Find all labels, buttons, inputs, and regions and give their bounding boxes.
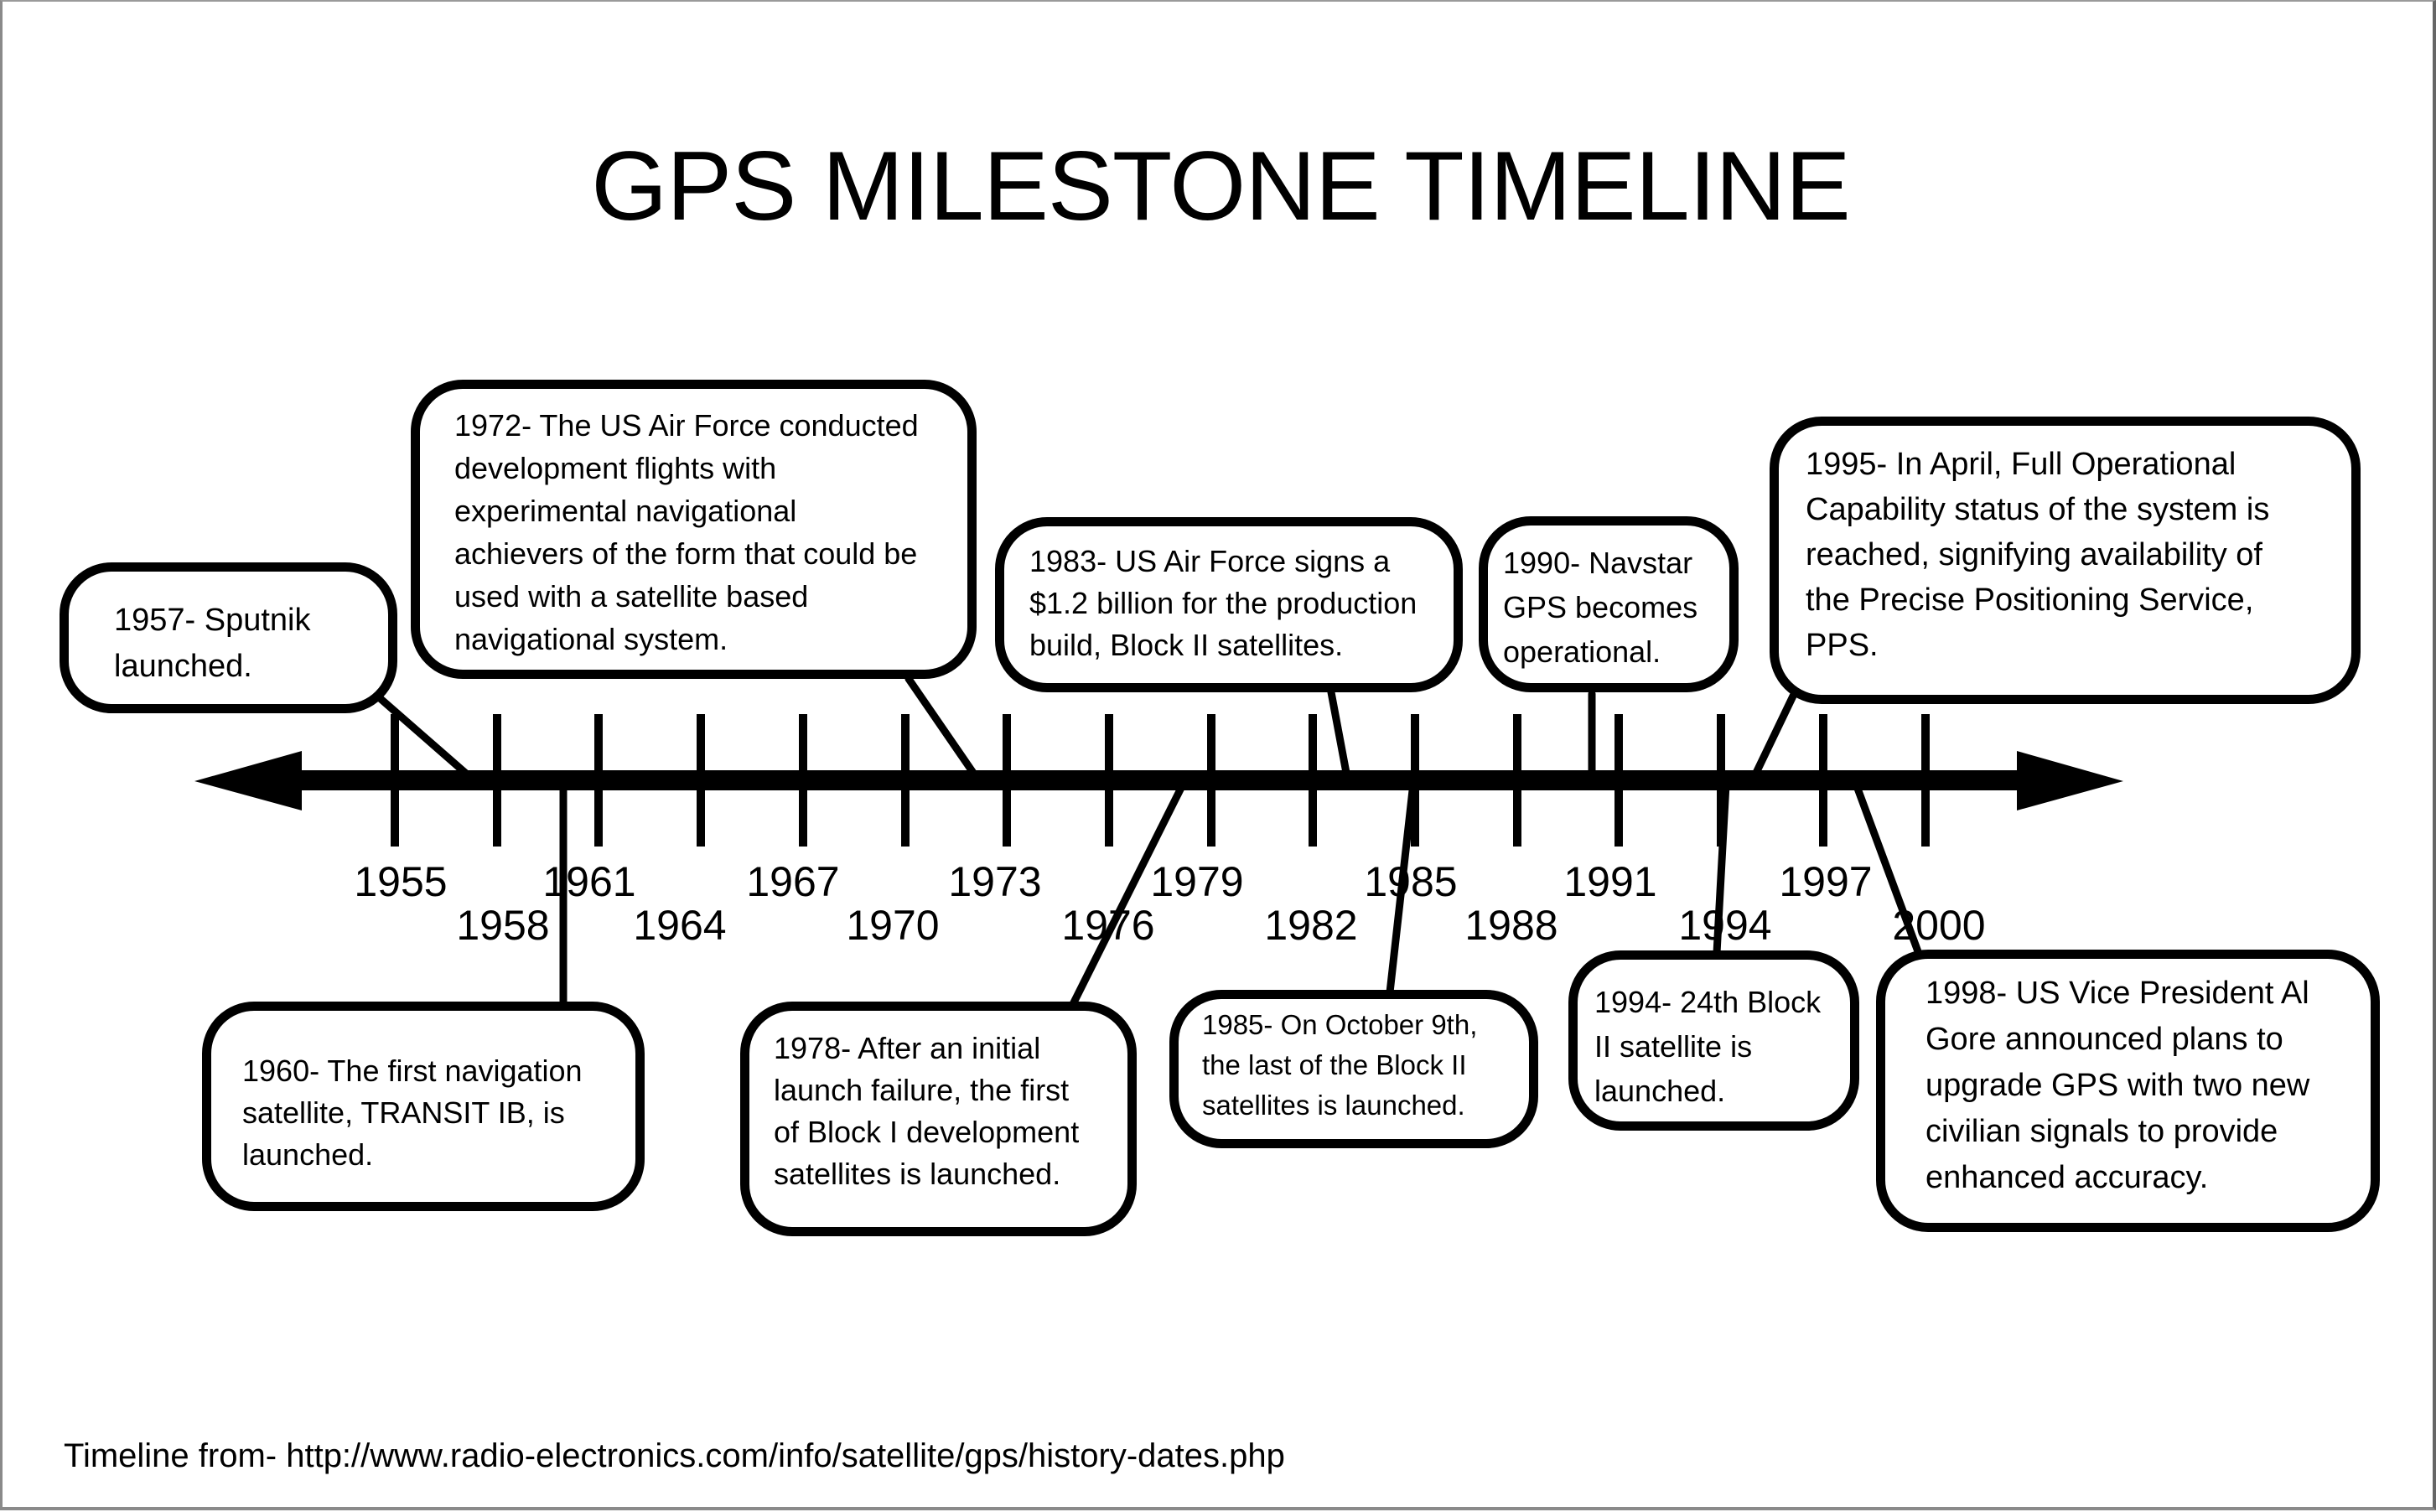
callout-1960-text: 1960- The first navigation satellite, TR… bbox=[242, 1054, 583, 1172]
timeline-axis bbox=[194, 751, 2123, 810]
callout-1994-text: 1994- 24th Block II satellite is launche… bbox=[1594, 985, 1822, 1108]
connector-1972 bbox=[904, 675, 977, 777]
callout-connectors bbox=[375, 675, 1923, 1010]
connector-1978 bbox=[1068, 782, 1186, 1010]
tick-label-1973: 1973 bbox=[948, 858, 1042, 905]
source-footer: Timeline from- http://www.radio-electron… bbox=[64, 1437, 1285, 1474]
callout-1994 bbox=[1568, 950, 1859, 1131]
tick-label-1970: 1970 bbox=[846, 902, 940, 949]
connector-1995 bbox=[1752, 683, 1801, 777]
tick-label-2000: 2000 bbox=[1892, 902, 1986, 949]
tick-label-1964: 1964 bbox=[633, 902, 727, 949]
callout-1995 bbox=[1770, 417, 2361, 704]
connector-1983 bbox=[1327, 688, 1350, 777]
tick-label-1961: 1961 bbox=[542, 858, 636, 905]
callout-1985 bbox=[1169, 990, 1538, 1148]
callout-1957-text: 1957- Sputnik launched. bbox=[114, 603, 311, 684]
callout-1990-text: 1990- Navstar GPS becomes operational. bbox=[1503, 546, 1698, 669]
callout-1957 bbox=[60, 562, 397, 713]
callout-1985-text: 1985- On October 9th, the last of the Bl… bbox=[1202, 1009, 1478, 1121]
callout-1998 bbox=[1876, 950, 2380, 1232]
connector-1957 bbox=[375, 693, 469, 777]
callout-1978-text: 1978- After an initial launch failure, t… bbox=[774, 1031, 1080, 1191]
tick-label-1982: 1982 bbox=[1264, 902, 1358, 949]
tick-label-1994: 1994 bbox=[1678, 902, 1772, 949]
tick-label-1988: 1988 bbox=[1464, 902, 1558, 949]
tick-label-1985: 1985 bbox=[1364, 858, 1458, 905]
tick-label-1967: 1967 bbox=[746, 858, 840, 905]
timeline-graphic bbox=[194, 675, 2123, 1010]
callout-1990 bbox=[1479, 516, 1739, 692]
tick-label-1976: 1976 bbox=[1061, 902, 1155, 949]
callout-1983 bbox=[995, 517, 1463, 692]
tick-label-1955: 1955 bbox=[354, 858, 448, 905]
callout-1960 bbox=[202, 1002, 645, 1211]
tick-label-1979: 1979 bbox=[1150, 858, 1244, 905]
callout-1998-text: 1998- US Vice President Al Gore announce… bbox=[1925, 976, 2310, 1195]
right-arrow-icon bbox=[2017, 751, 2123, 810]
tick-label-1958: 1958 bbox=[456, 902, 550, 949]
connector-1994 bbox=[1713, 780, 1730, 957]
callout-1972 bbox=[411, 380, 977, 679]
connector-1998 bbox=[1853, 782, 1923, 958]
page-title: GPS MILESTONE TIMELINE bbox=[591, 131, 1851, 241]
callout-1983-text: 1983- US Air Force signs a $1.2 billion … bbox=[1029, 544, 1418, 662]
callout-1978 bbox=[740, 1002, 1137, 1236]
left-arrow-icon bbox=[194, 751, 302, 810]
tick-label-1991: 1991 bbox=[1563, 858, 1657, 905]
tick-label-1997: 1997 bbox=[1779, 858, 1873, 905]
callout-1995-text: 1995- In April, Full Operational Capabil… bbox=[1806, 447, 2270, 663]
callout-1972-text: 1972- The US Air Force conducted develop… bbox=[454, 408, 919, 656]
connector-1985 bbox=[1386, 779, 1418, 997]
